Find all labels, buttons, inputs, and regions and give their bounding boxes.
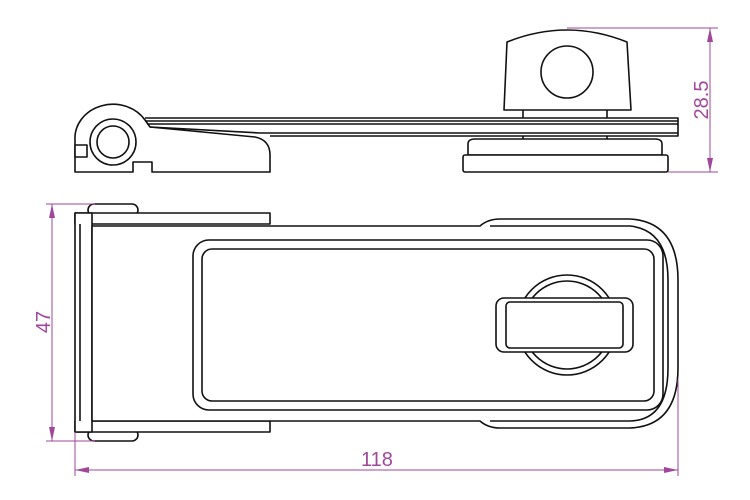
hasp-plate-side	[145, 117, 679, 137]
staple-knob-top	[495, 274, 634, 376]
hinge-base	[74, 103, 271, 173]
dimension-width-label: 47	[33, 311, 55, 333]
dimension-width: 47	[33, 203, 95, 442]
staple-housing-side	[462, 29, 669, 173]
top-view	[74, 203, 679, 442]
hasp-body	[91, 218, 679, 429]
hinge-leaf	[74, 212, 271, 433]
dimension-length: 118	[74, 380, 679, 476]
dimension-height: 28.5	[567, 27, 718, 173]
side-view	[74, 29, 679, 173]
dimension-length-label: 118	[361, 449, 393, 471]
dimension-height-label: 28.5	[691, 81, 713, 120]
